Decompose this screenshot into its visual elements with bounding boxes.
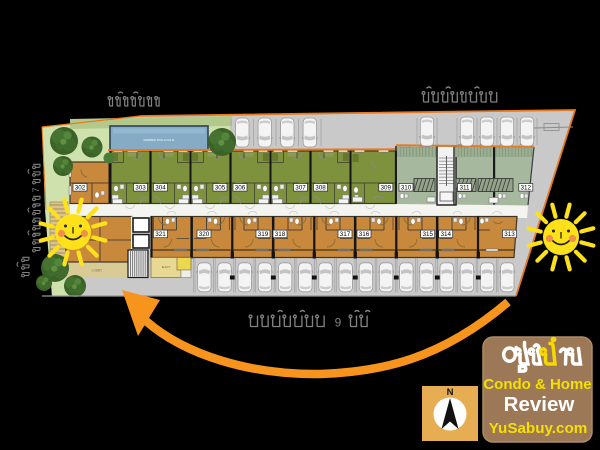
svg-text:315: 315 xyxy=(422,231,433,238)
svg-text:305: 305 xyxy=(215,185,226,192)
svg-text:321: 321 xyxy=(155,231,166,238)
svg-text:303: 303 xyxy=(135,185,146,192)
svg-text:309: 309 xyxy=(381,185,392,192)
svg-text:SWIMMING POOL 12.5x4 M.: SWIMMING POOL 12.5x4 M. xyxy=(143,139,174,142)
svg-text:308: 308 xyxy=(315,185,326,192)
svg-text:310: 310 xyxy=(401,185,412,192)
svg-text:314: 314 xyxy=(440,231,451,238)
svg-text:Condo & Home: Condo & Home xyxy=(483,376,591,393)
svg-text:LOBBY: LOBBY xyxy=(92,269,104,273)
svg-text:317: 317 xyxy=(340,231,351,238)
svg-text:316: 316 xyxy=(359,231,370,238)
svg-text:9: 9 xyxy=(335,316,342,330)
svg-text:307: 307 xyxy=(295,185,306,192)
svg-text:306: 306 xyxy=(235,185,246,192)
svg-text:312: 312 xyxy=(521,185,532,192)
svg-text:304: 304 xyxy=(155,185,166,192)
svg-text:ELECT: ELECT xyxy=(162,265,171,269)
svg-text:319: 319 xyxy=(258,231,269,238)
svg-text:320: 320 xyxy=(199,231,210,238)
svg-text:318: 318 xyxy=(275,231,286,238)
svg-text:313: 313 xyxy=(504,231,515,238)
svg-text:N: N xyxy=(447,387,454,398)
svg-text:302: 302 xyxy=(75,185,86,192)
svg-text:Review: Review xyxy=(504,393,575,416)
svg-text:311: 311 xyxy=(459,185,470,192)
svg-text:7: 7 xyxy=(31,187,41,192)
svg-text:YuSabuy.com: YuSabuy.com xyxy=(489,420,587,437)
